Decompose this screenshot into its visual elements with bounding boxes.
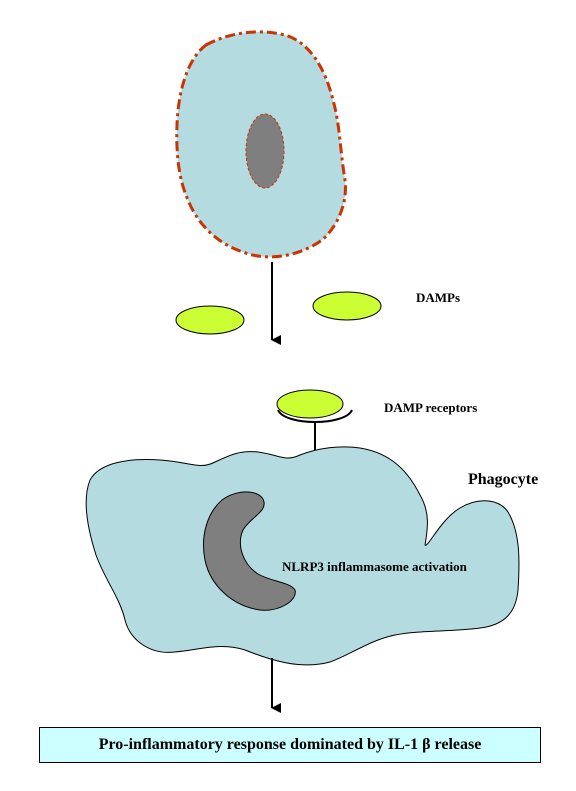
nlrp3-label: NLRP3 inflammasome activation	[282, 559, 467, 574]
bound-damp	[276, 389, 344, 419]
damp-particle-right	[312, 291, 382, 321]
damps-label: DAMPs	[416, 290, 461, 305]
phagocyte-cell	[85, 446, 520, 666]
response-text: Pro-inflammatory response dominated by I…	[98, 736, 482, 753]
phagocyte-nucleus	[203, 491, 296, 611]
damp-receptors-label: DAMP receptors	[384, 400, 478, 415]
phagocyte-label: Phagocyte	[468, 471, 539, 488]
receptor-cup-icon	[277, 409, 353, 423]
response-box: Pro-inflammatory response dominated by I…	[39, 727, 541, 763]
damp-particle-left	[175, 305, 245, 335]
dying-cell-nucleus	[245, 113, 285, 189]
